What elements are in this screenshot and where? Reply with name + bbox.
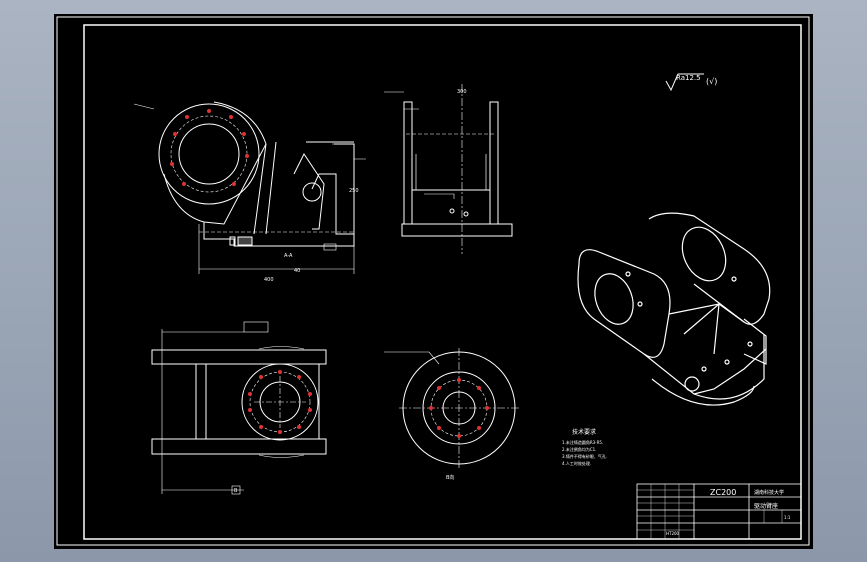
svg-text:400: 400 bbox=[264, 277, 274, 283]
svg-text:3.铸件不得有砂眼、气孔.: 3.铸件不得有砂眼、气孔. bbox=[562, 453, 607, 459]
inner-border bbox=[83, 24, 802, 540]
drawing-canvas[interactable]: Ra12.5 (√) bbox=[54, 14, 813, 549]
svg-text:250: 250 bbox=[349, 188, 359, 194]
roughness-symbol: Ra12.5 (√) bbox=[665, 73, 717, 92]
svg-text:B向: B向 bbox=[446, 474, 454, 481]
svg-text:Ra12.5: Ra12.5 bbox=[676, 74, 701, 82]
drawing-svg: Ra12.5 (√) bbox=[56, 16, 810, 546]
tech-requirements: 技术要求 1.未注铸造圆角R3-R5. 2.未注倒角均为C1. 3.铸件不得有砂… bbox=[562, 428, 607, 466]
svg-text:B: B bbox=[234, 488, 238, 494]
svg-text:1:1: 1:1 bbox=[784, 515, 791, 520]
svg-text:4.人工时效处理.: 4.人工时效处理. bbox=[562, 460, 591, 466]
svg-text:300: 300 bbox=[457, 89, 467, 95]
svg-text:40: 40 bbox=[294, 268, 300, 274]
svg-text:技术要求: 技术要求 bbox=[572, 428, 596, 436]
isometric-view bbox=[577, 212, 771, 406]
svg-text:HT200: HT200 bbox=[666, 531, 680, 536]
svg-text:A-A: A-A bbox=[284, 253, 293, 259]
outer-border bbox=[56, 16, 810, 546]
svg-text:2.未注倒角均为C1.: 2.未注倒角均为C1. bbox=[562, 446, 596, 452]
side-view: 300 bbox=[384, 84, 513, 254]
title-block: ZC200 湖南科技大学 驱动臂座 1:1 HT200 bbox=[636, 483, 802, 540]
b-view: B向 bbox=[384, 348, 519, 481]
front-view: 400 250 A-A 40 bbox=[133, 101, 366, 283]
svg-text:(√): (√) bbox=[706, 77, 717, 86]
svg-text:1.未注铸造圆角R3-R5.: 1.未注铸造圆角R3-R5. bbox=[562, 439, 603, 445]
svg-text:湖南科技大学: 湖南科技大学 bbox=[754, 489, 784, 496]
svg-text:驱动臂座: 驱动臂座 bbox=[754, 502, 778, 510]
top-view: B bbox=[151, 321, 327, 495]
svg-text:ZC200: ZC200 bbox=[710, 488, 736, 497]
